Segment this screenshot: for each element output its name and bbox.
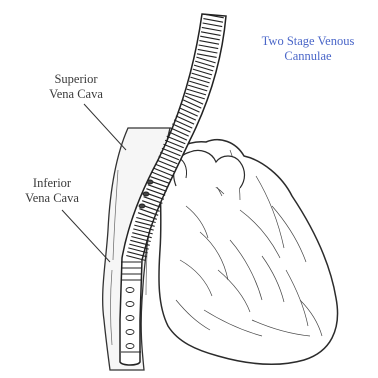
inferior-label-line-1: Inferior: [2, 176, 102, 191]
title-line-1: Two Stage Venous: [250, 34, 366, 49]
inferior-label-line-2: Vena Cava: [2, 191, 102, 206]
superior-label-line-1: Superior: [26, 72, 126, 87]
superior-leader-line: [84, 104, 126, 150]
superior-label-line-2: Vena Cava: [26, 87, 126, 102]
title-line-2: Cannulae: [250, 49, 366, 64]
inferior-vena-cava-label: Inferior Vena Cava: [2, 176, 102, 206]
diagram-title: Two Stage Venous Cannulae: [250, 34, 366, 64]
superior-vena-cava-label: Superior Vena Cava: [26, 72, 126, 102]
inferior-leader-line: [62, 210, 110, 262]
